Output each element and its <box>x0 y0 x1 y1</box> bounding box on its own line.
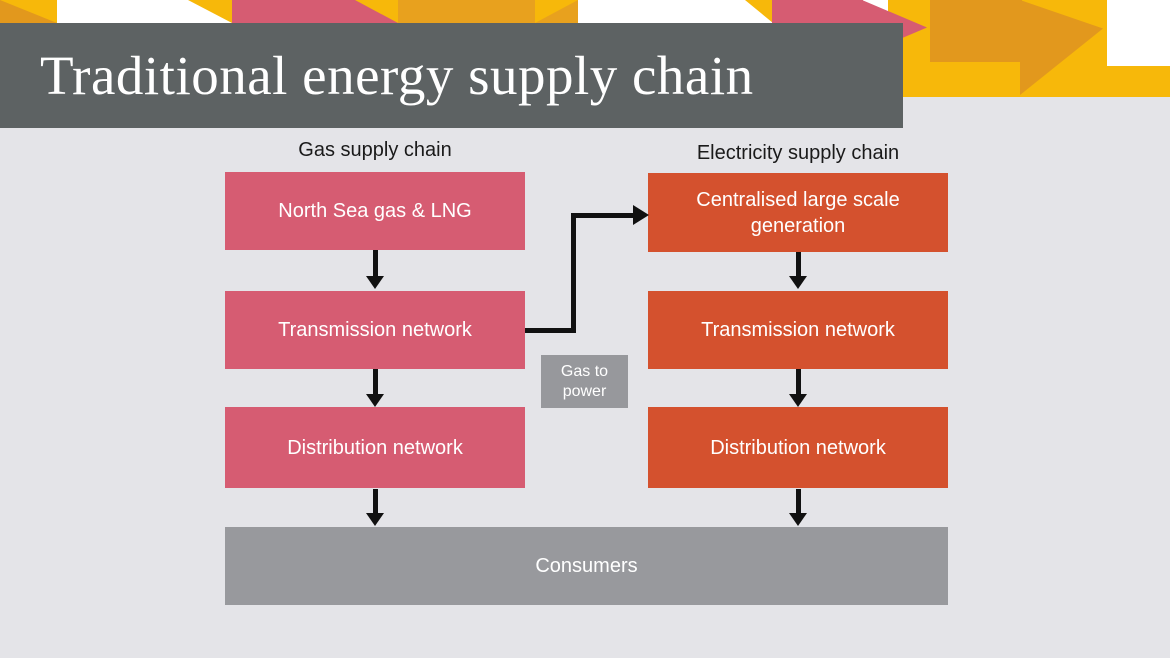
arrow-head <box>789 513 807 526</box>
gas-transmission-box: Transmission network <box>225 291 525 369</box>
down-arrow-icon <box>789 369 807 407</box>
down-arrow-icon <box>366 250 384 289</box>
gas-source-box: North Sea gas & LNG <box>225 172 525 250</box>
arrow-stem <box>795 252 801 277</box>
page-title: Traditional energy supply chain <box>40 45 754 106</box>
gas-column-header: Gas supply chain <box>298 139 452 161</box>
consumers-label: Consumers <box>535 554 638 577</box>
electricity-generation-box: Centralised large scale generation <box>648 173 948 252</box>
connector-segment-horizontal-2 <box>571 213 635 218</box>
right-arrow-head-icon <box>633 205 649 225</box>
down-arrow-icon <box>789 252 807 289</box>
deco-white-corner <box>1103 0 1170 66</box>
down-arrow-icon <box>366 489 384 526</box>
deco-orange-arrow-body <box>930 0 1022 62</box>
consumers-bar: Consumers <box>225 527 948 605</box>
connector-segment-vertical <box>571 213 576 333</box>
down-arrow-icon <box>366 369 384 407</box>
deco-yellow-strip <box>1100 66 1170 97</box>
arrow-stem <box>795 369 801 395</box>
gas-to-power-label: Gas to power <box>560 362 609 400</box>
down-arrow-icon <box>789 489 807 526</box>
gas-to-power-label-box: Gas to power <box>541 355 628 408</box>
connector-segment-horizontal-1 <box>525 328 575 333</box>
arrow-head <box>366 276 384 289</box>
deco-orange-block <box>398 0 578 23</box>
arrow-stem <box>795 489 801 514</box>
arrow-stem <box>372 489 378 514</box>
electricity-distribution-box: Distribution network <box>648 407 948 488</box>
arrow-head <box>789 394 807 407</box>
gas-distribution-box: Distribution network <box>225 407 525 488</box>
arrow-head <box>366 513 384 526</box>
arrow-stem <box>372 250 378 277</box>
arrow-head <box>789 276 807 289</box>
arrow-head <box>366 394 384 407</box>
electricity-transmission-box: Transmission network <box>648 291 948 369</box>
electricity-column-header: Electricity supply chain <box>696 142 900 164</box>
arrow-stem <box>372 369 378 395</box>
title-banner: Traditional energy supply chain <box>0 23 903 128</box>
deco-pink-block-1 <box>232 0 398 23</box>
